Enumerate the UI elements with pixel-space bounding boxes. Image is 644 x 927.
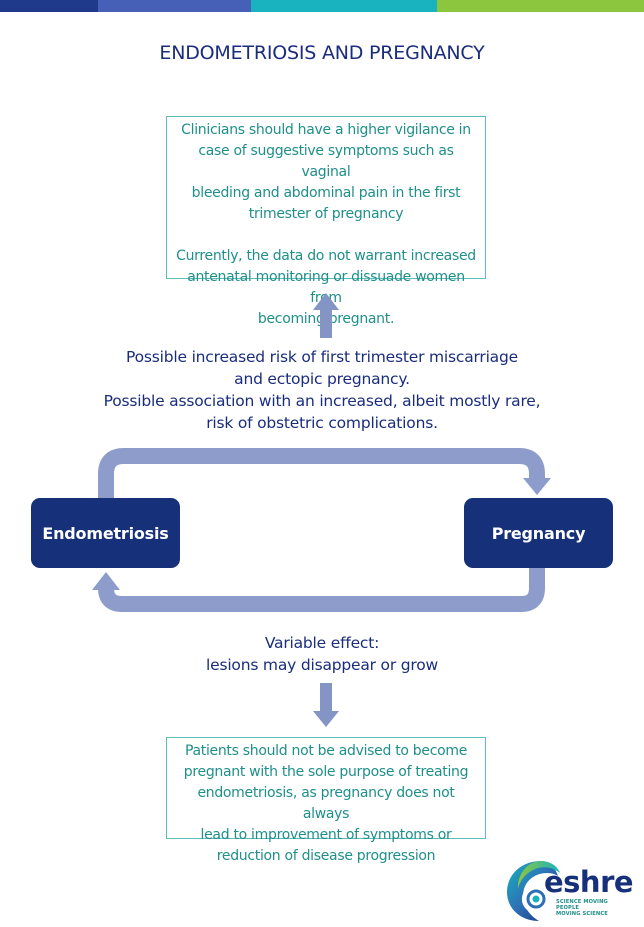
color-bar-segment-3 [251,0,437,12]
eshre-tagline: SCIENCE MOVING PEOPLE MOVING SCIENCE [556,899,608,918]
vigilance-line: bleeding and abdominal pain in the first [191,185,461,201]
clinician-vigilance-box: Clinicians should have a higher vigilanc… [166,116,486,327]
color-bar-segment-1 [0,0,98,12]
advice-line: lead to improvement of symptoms or [200,827,452,843]
color-bar-segment-4 [437,0,644,12]
vigilance-line: trimester of pregnancy [248,206,404,222]
vigilance-paragraph: Clinicians should have a higher vigilanc… [173,120,479,225]
patient-advice-box: Patients should not be advised to become… [166,737,486,864]
up-arrow-icon [313,293,339,338]
risk-line: Possible association with an increased, … [103,392,541,410]
tagline-line: SCIENCE MOVING [556,899,608,905]
eshre-wave-logo-icon [507,861,560,921]
color-bar-segment-2 [98,0,251,12]
cycle-arrow-to-pregnancy [98,448,545,498]
effect-line: lesions may disappear or grow [206,656,438,674]
eshre-wordmark: eshre [544,865,634,899]
risk-description: Possible increased risk of first trimest… [0,346,644,434]
monitoring-line: Currently, the data do not warrant incre… [176,248,476,264]
variable-effect-text: Variable effect: lesions may disappear o… [0,632,644,676]
risk-line: risk of obstetric complications. [206,414,438,432]
risk-line: and ectopic pregnancy. [234,370,410,388]
advice-line: endometriosis, as pregnancy does not alw… [197,785,455,822]
top-color-bar [0,0,644,12]
cycle-arrow-to-endometriosis [98,568,545,612]
risk-line: Possible increased risk of first trimest… [126,348,518,366]
tagline-line: MOVING SCIENCE [556,911,608,918]
advice-line: pregnant with the sole purpose of treati… [183,764,469,780]
down-arrow-icon [313,683,339,727]
vigilance-line: Clinicians should have a higher vigilanc… [181,122,471,138]
advice-paragraph: Patients should not be advised to become… [173,741,479,867]
vigilance-line: case of suggestive symptoms such as vagi… [198,143,454,180]
endometriosis-node: Endometriosis [31,498,180,568]
endometriosis-label: Endometriosis [42,523,169,543]
pregnancy-node: Pregnancy [464,498,613,568]
page-title: ENDOMETRIOSIS AND PREGNANCY [159,42,485,64]
arrowhead-up-icon [92,572,120,590]
advice-line: reduction of disease progression [216,848,436,864]
pregnancy-label: Pregnancy [491,523,586,543]
arrowhead-down-icon [523,478,551,495]
effect-line: Variable effect: [264,634,380,652]
advice-line: Patients should not be advised to become [184,743,468,759]
tagline-line: PEOPLE [556,905,580,912]
